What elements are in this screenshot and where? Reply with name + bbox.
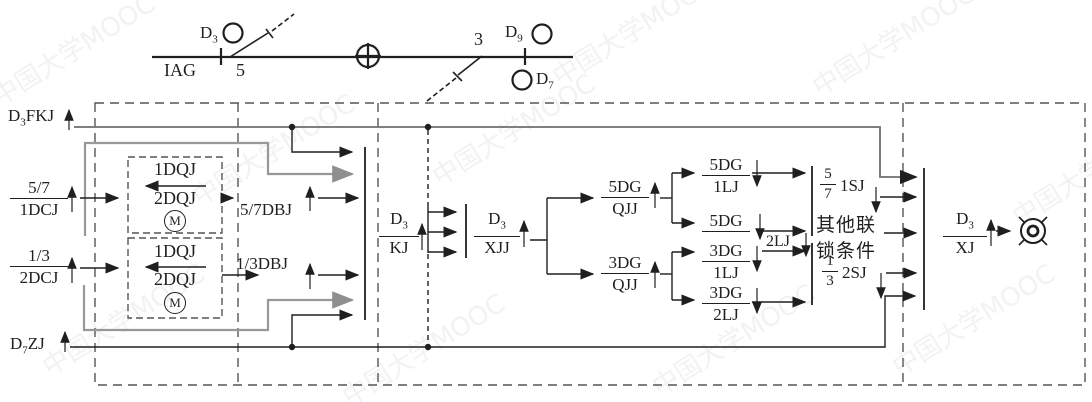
relay-state-arrows (60, 108, 996, 352)
dcj-feedback-routes (82, 141, 355, 332)
input-d7zj-label: D7ZJ (10, 334, 45, 357)
signal-lamp-icon (1018, 216, 1048, 246)
relay-5dg-2lj-numerator: 5DG (702, 211, 750, 232)
switch-5-branch (229, 13, 295, 58)
unit2-motor-icon: M (164, 292, 186, 314)
circuit-wiring (70, 126, 1012, 348)
signal-d3-symbol (222, 22, 244, 44)
unit2-2dqj-label: 2DQJ (153, 269, 196, 289)
signal-d7-symbol (511, 69, 533, 91)
signal-d9-label: D9 (505, 22, 523, 45)
input-d3fkj-label: D3FKJ (8, 106, 55, 129)
relay-2lj-shared-label: 2LJ (766, 233, 790, 250)
relay-1sj-label: 1SJ (840, 176, 865, 195)
relay-57dbj-label: 5/7DBJ (240, 200, 292, 219)
switch-3-label: 3 (474, 29, 483, 49)
switch-5-label: 5 (236, 60, 245, 80)
unit1-motor-icon: M (164, 210, 186, 232)
track-iag-label: IAG (164, 60, 196, 80)
junction-dots (288, 123, 432, 351)
signal-d3-label: D3 (200, 23, 218, 46)
other-interlocking-conditions-line2: 锁条件 (816, 241, 877, 262)
switch-3-branch (426, 55, 483, 102)
other-interlocking-conditions-line1: 其他联 (816, 215, 877, 236)
relay-d3xjj: D3 XJJ (474, 209, 520, 257)
insulation-joint-symbol (355, 43, 381, 69)
signal-d9-symbol (531, 23, 553, 45)
relay-13dbj-label: 1/3DBJ (236, 254, 288, 273)
switch-unit-2-box (127, 237, 223, 319)
unit1-1dqj-label: 1DQJ (153, 159, 196, 179)
circuit-sections-outline (94, 102, 1086, 386)
unit1-2dqj-label: 2DQJ (153, 188, 196, 208)
relay-d3xj: D3 XJ (943, 209, 987, 257)
relay-2sj-label: 2SJ (842, 263, 867, 282)
signal-d7-label: D7 (536, 69, 554, 92)
unit2-1dqj-label: 1DQJ (153, 241, 196, 261)
relay-d3kj: D3 KJ (379, 209, 419, 257)
